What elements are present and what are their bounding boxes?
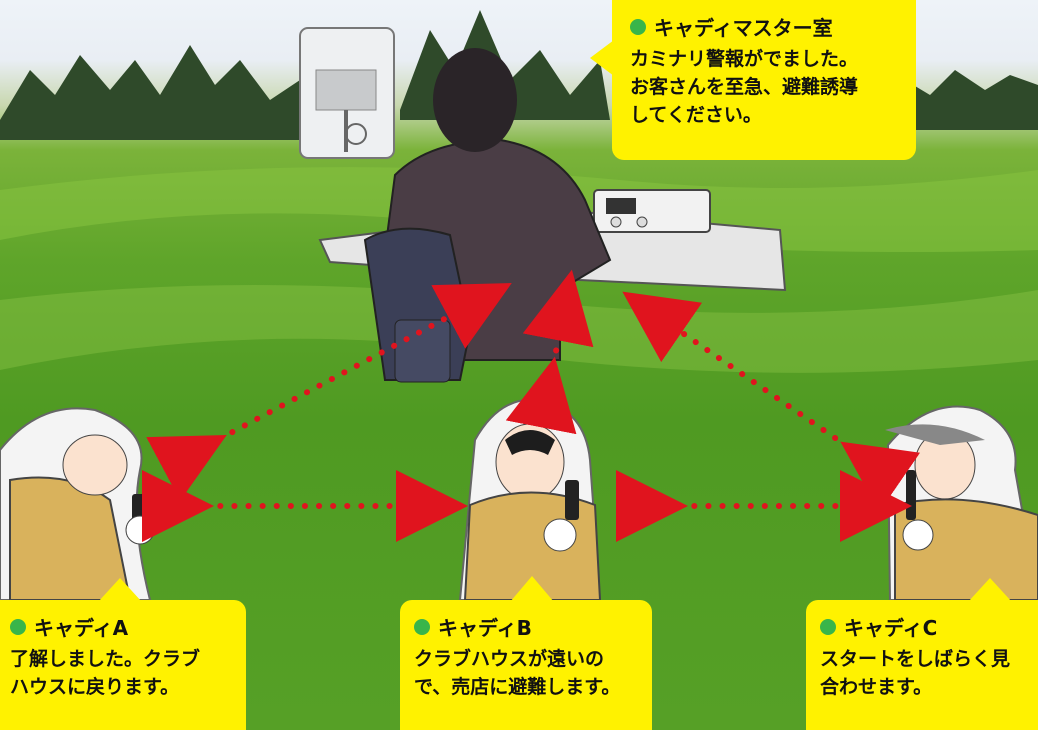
- bubble-c-header: キャディC: [820, 612, 1024, 641]
- bubble-master-line: してください。: [630, 104, 762, 126]
- communication-arrows: [142, 269, 921, 542]
- caddie-b: [458, 398, 602, 601]
- bubble-b-line: クラブハウスが遠いの: [414, 648, 605, 670]
- bubble-a-line: 了解しました。クラブ: [10, 648, 201, 670]
- caddie-a: [0, 407, 155, 601]
- green-dot-icon: [630, 18, 646, 35]
- bubble-c-body: スタートをしばらく見 合わせます。: [820, 645, 1024, 701]
- bubble-b-line: で、売店に避難します。: [414, 676, 621, 698]
- bubble-master-body: カミナリ警報がでました。 お客さんを至急、避難誘導 してください。: [630, 45, 898, 129]
- bubble-master-header: キャディマスター室: [630, 12, 898, 41]
- bubble-a-line: ハウスに戻ります。: [10, 676, 180, 698]
- bubble-master-room: キャディマスター室 カミナリ警報がでました。 お客さんを至急、避難誘導 してくだ…: [612, 0, 916, 160]
- antenna-photo: [299, 27, 395, 159]
- bubble-caddie-c: キャディC スタートをしばらく見 合わせます。: [806, 600, 1038, 730]
- bubble-a-body: 了解しました。クラブ ハウスに戻ります。: [10, 645, 236, 701]
- bubble-c-title: キャディC: [844, 616, 938, 640]
- bubble-c-tail: [968, 578, 1012, 602]
- arrow-c-master: [622, 291, 921, 513]
- bubble-a-tail: [98, 578, 142, 602]
- arrow-b-master: [505, 269, 594, 435]
- green-dot-icon: [414, 618, 430, 635]
- bubble-master-tail: [590, 40, 614, 76]
- bubble-b-tail: [510, 576, 554, 602]
- bubble-a-title: キャディA: [34, 616, 129, 640]
- bubble-caddie-b: キャディB クラブハウスが遠いの で、売店に避難します。: [400, 600, 652, 730]
- green-dot-icon: [820, 618, 836, 635]
- green-dot-icon: [10, 618, 26, 635]
- bubble-a-header: キャディA: [10, 612, 236, 641]
- bubble-b-body: クラブハウスが遠いの で、売店に避難します。: [414, 645, 638, 701]
- bubble-master-title: キャディマスター室: [654, 16, 833, 40]
- bubble-b-title: キャディB: [438, 616, 532, 640]
- bubble-c-line: 合わせます。: [820, 676, 933, 698]
- radio-base-station: [593, 189, 711, 233]
- arrow-a-master: [146, 283, 512, 501]
- caddie-c: [885, 405, 1038, 601]
- bubble-master-line: カミナリ警報がでました。: [630, 48, 859, 70]
- bubble-caddie-a: キャディA 了解しました。クラブ ハウスに戻ります。: [0, 600, 246, 730]
- bubble-c-line: スタートをしばらく見: [820, 648, 1011, 670]
- bubble-master-line: お客さんを至急、避難誘導: [630, 76, 859, 98]
- bubble-b-header: キャディB: [414, 612, 638, 641]
